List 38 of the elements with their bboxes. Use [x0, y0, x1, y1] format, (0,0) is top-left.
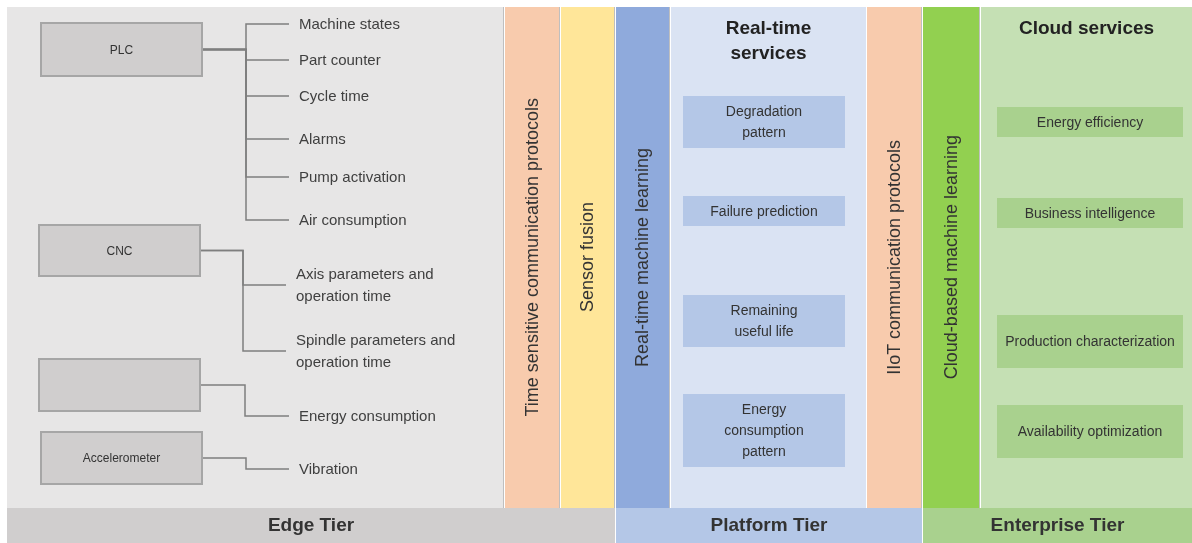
device-box: PLC [40, 22, 203, 77]
service-box: Failure prediction [683, 196, 845, 226]
connector-line [202, 48, 290, 221]
service-box: Energy consumption pattern [683, 394, 845, 467]
tier-band: Platform Tier [616, 508, 922, 543]
layer-band: Real-time machine learning [616, 7, 670, 508]
tier-band: Edge Tier [7, 508, 615, 543]
panel-heading: Cloud services [1017, 16, 1156, 40]
device-box: Accelerometer [40, 431, 203, 485]
connector-line [200, 249, 287, 352]
data-label: Spindle parameters and operation time [286, 329, 476, 373]
services-panel [981, 7, 1192, 508]
service-box: Availability optimization [997, 405, 1183, 458]
data-label: Machine states [289, 12, 469, 36]
data-label: Pump activation [289, 165, 469, 189]
data-label: Vibration [289, 457, 469, 481]
service-box: Production characterization [997, 315, 1183, 368]
service-box: Remaining useful life [683, 295, 845, 347]
services-panel [671, 7, 866, 508]
connector-line [200, 384, 290, 417]
data-label: Energy consumption [289, 404, 479, 428]
data-label: Axis parameters and operation time [286, 263, 476, 307]
layer-band: IIoT communication protocols [867, 7, 922, 508]
layer-band: Sensor fusion [561, 7, 615, 508]
service-box: Energy efficiency [997, 107, 1183, 137]
data-label: Alarms [289, 127, 469, 151]
connector-line [202, 457, 290, 470]
layer-band: Time sensitive communication protocols [505, 7, 560, 508]
device-box: CNC [38, 224, 201, 277]
data-label: Cycle time [289, 84, 469, 108]
layer-band: Cloud-based machine learning [923, 7, 980, 508]
tier-band: Enterprise Tier [923, 508, 1192, 543]
data-label: Air consumption [289, 208, 469, 232]
service-box: Degradation pattern [683, 96, 845, 148]
data-label: Part counter [289, 48, 469, 72]
panel-heading: Real-time services [724, 16, 813, 65]
service-box: Business intelligence [997, 198, 1183, 228]
device-box [38, 358, 201, 412]
